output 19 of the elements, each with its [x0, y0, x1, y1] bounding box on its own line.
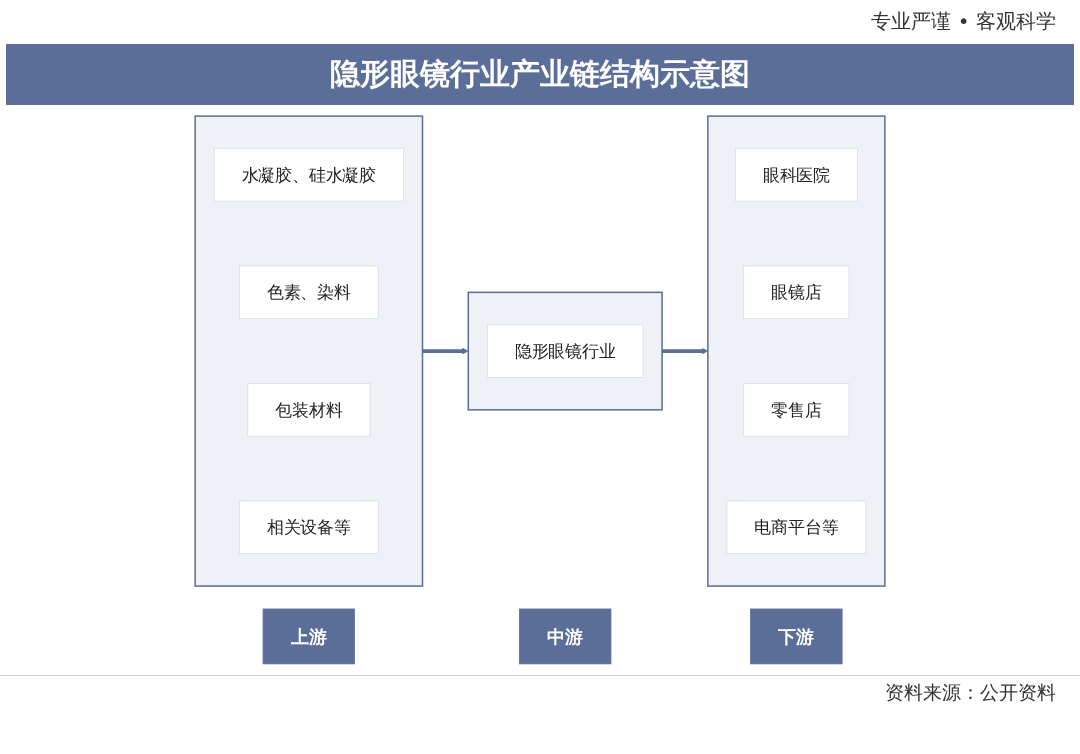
node-box: 眼镜店: [743, 265, 850, 320]
cluster: [467, 291, 663, 411]
cluster: [194, 115, 424, 587]
node-box: 眼科医院: [734, 148, 858, 202]
node-box: 电商平台等: [726, 500, 867, 555]
node-box: 隐形眼镜行业: [487, 324, 644, 378]
cluster: [707, 115, 886, 587]
node-box: 相关设备等: [239, 500, 379, 555]
node-box: 中游: [519, 608, 612, 665]
arrow: [422, 347, 469, 355]
node-box: 零售店: [743, 383, 850, 437]
source-note: 资料来源：公开资料: [885, 681, 1056, 703]
node-box: 水凝胶、硅水凝胶: [213, 148, 404, 202]
node-box: 色素、染料: [239, 265, 379, 320]
node-box: 下游: [750, 608, 843, 665]
tagline-text: 专业严谨 • 客观科学: [871, 8, 1056, 35]
node-box: 上游: [262, 608, 355, 665]
node-box: 包装材料: [247, 383, 371, 437]
title-banner: 隐形眼镜行业产业链结构示意图: [6, 44, 1074, 105]
